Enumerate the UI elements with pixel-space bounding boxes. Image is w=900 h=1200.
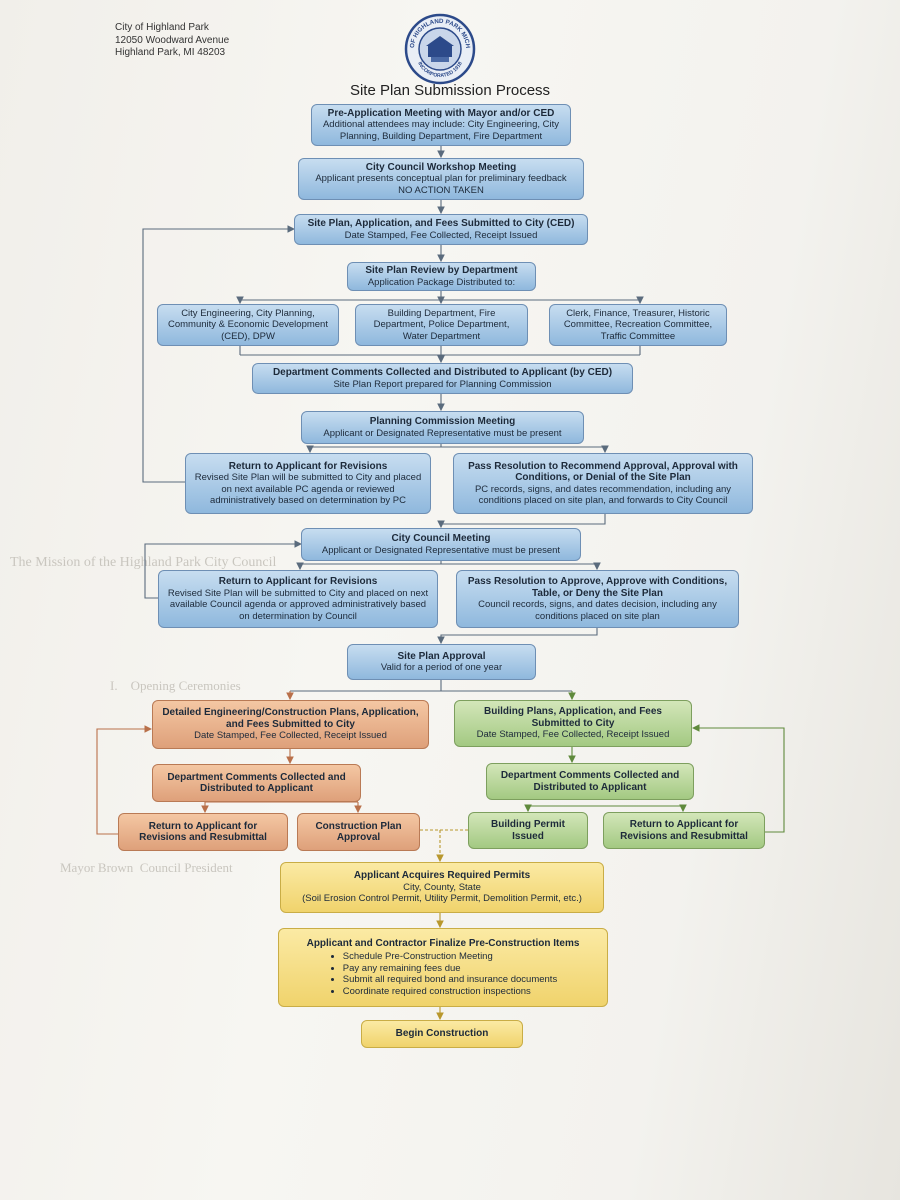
step-body: Building Department, Fire Department, Po… xyxy=(373,307,510,342)
step-body: Date Stamped, Fee Collected, Receipt Iss… xyxy=(344,229,538,241)
step-building-comments: Department Comments Collected and Distri… xyxy=(486,763,694,800)
step-body: Valid for a period of one year xyxy=(380,662,503,673)
connector-arrow xyxy=(437,628,598,645)
revision-loop-arrow xyxy=(144,540,303,599)
step-heading: Begin Construction xyxy=(395,1028,489,1040)
step-pc-pass-resolution: Pass Resolution to Recommend Approval, A… xyxy=(453,453,753,514)
step-workshop-meeting: City Council Workshop Meeting Applicant … xyxy=(298,158,584,200)
step-body: Application Package Distributed to: xyxy=(367,276,516,288)
step-body: Revised Site Plan will be submitted to C… xyxy=(167,587,429,622)
step-city-council-meeting: City Council Meeting Applicant or Design… xyxy=(301,528,581,561)
step-heading: City Council Workshop Meeting xyxy=(365,161,517,173)
step-heading: Applicant and Contractor Finalize Pre-Co… xyxy=(306,937,580,949)
step-cc-pass-resolution: Pass Resolution to Approve, Approve with… xyxy=(456,570,739,628)
dept-group-engineering: City Engineering, City Planning, Communi… xyxy=(157,304,339,346)
step-heading: Pass Resolution to Recommend Approval, A… xyxy=(468,460,738,484)
step-building-return-for-revisions: Return to Applicant for Revisions and Re… xyxy=(603,812,765,849)
address-line: City of Highland Park xyxy=(115,22,209,33)
step-engineering-return-for-revisions: Return to Applicant for Revisions and Re… xyxy=(118,813,288,851)
step-heading: Planning Commission Meeting xyxy=(369,416,516,427)
city-seal-icon: CITY OF HIGHLAND PARK MICHIGAN INCORPORA… xyxy=(404,13,476,85)
step-acquire-permits: Applicant Acquires Required Permits City… xyxy=(280,862,604,913)
step-heading: Department Comments Collected and Distri… xyxy=(500,770,680,793)
step-site-plan-approval: Site Plan Approval Valid for a period of… xyxy=(347,644,536,680)
city-address: City of Highland Park 12050 Woodward Ave… xyxy=(115,22,229,60)
address-line: 12050 Woodward Avenue xyxy=(115,34,230,46)
step-body: Council records, signs, and dates decisi… xyxy=(478,599,717,622)
step-heading: Building Plans, Application, and Fees Su… xyxy=(484,706,662,729)
step-body: City, County, State xyxy=(403,881,481,893)
list-item: Coordinate required construction inspect… xyxy=(343,986,557,998)
step-heading: Site Plan Approval xyxy=(397,650,486,662)
step-body: Clerk, Finance, Treasurer, Historic Comm… xyxy=(563,307,713,342)
step-heading: Department Comments Collected and Distri… xyxy=(272,367,613,378)
step-body: Additional attendees may include: City E… xyxy=(322,119,560,142)
step-body: Date Stamped, Fee Collected, Receipt Iss… xyxy=(476,729,670,741)
step-body: Applicant or Designated Representative m… xyxy=(321,544,561,556)
step-body: Revised Site Plan will be submitted to C… xyxy=(194,472,422,506)
step-engineering-plans-submitted: Detailed Engineering/Construction Plans,… xyxy=(152,700,429,749)
revision-loop-arrow xyxy=(142,225,296,483)
dept-group-building: Building Department, Fire Department, Po… xyxy=(355,304,528,346)
step-heading: Building Permit Issued xyxy=(491,819,565,842)
step-site-plan-submitted: Site Plan, Application, and Fees Submitt… xyxy=(294,214,588,245)
connector-arrow xyxy=(437,514,606,529)
dept-group-clerk: Clerk, Finance, Treasurer, Historic Comm… xyxy=(549,304,727,346)
step-engineering-comments: Department Comments Collected and Distri… xyxy=(152,764,361,802)
revision-loop-arrow xyxy=(96,725,153,835)
step-pre-application-meeting: Pre-Application Meeting with Mayor and/o… xyxy=(311,104,571,146)
step-body: City Engineering, City Planning, Communi… xyxy=(168,307,328,342)
step-heading: City Council Meeting xyxy=(391,533,491,544)
step-heading: Site Plan, Application, and Fees Submitt… xyxy=(307,218,575,229)
step-building-plans-submitted: Building Plans, Application, and Fees Su… xyxy=(454,700,692,747)
step-heading: Return to Applicant for Revisions xyxy=(218,576,378,587)
step-construction-plan-approval: Construction Plan Approval xyxy=(297,813,420,851)
step-body: Site Plan Report prepared for Planning C… xyxy=(333,378,552,390)
step-heading: Department Comments Collected and Distri… xyxy=(167,771,346,795)
connector-arrow xyxy=(420,829,444,863)
pre-construction-checklist: Schedule Pre-Construction Meeting Pay an… xyxy=(329,951,557,997)
step-body: Applicant presents conceptual plan for p… xyxy=(315,173,567,185)
step-body: (Soil Erosion Control Permit, Utility Pe… xyxy=(302,893,582,905)
step-heading: Return to Applicant for Revisions and Re… xyxy=(139,820,267,844)
step-heading: Applicant Acquires Required Permits xyxy=(353,870,531,882)
step-begin-construction: Begin Construction xyxy=(361,1020,523,1048)
step-planning-commission-meeting: Planning Commission Meeting Applicant or… xyxy=(301,411,584,444)
step-heading: Pre-Application Meeting with Mayor and/o… xyxy=(327,107,555,119)
step-heading: Site Plan Review by Department xyxy=(365,265,518,276)
page-title: Site Plan Submission Process xyxy=(349,82,551,99)
step-body: Date Stamped, Fee Collected, Receipt Iss… xyxy=(194,730,387,742)
step-heading: Return to Applicant for Revisions and Re… xyxy=(620,819,748,842)
list-item: Pay any remaining fees due xyxy=(343,963,557,975)
address-line: Highland Park, MI 48203 xyxy=(115,47,226,58)
step-note: NO ACTION TAKEN xyxy=(398,184,484,196)
step-site-plan-review: Site Plan Review by Department Applicati… xyxy=(347,262,536,291)
step-heading: Detailed Engineering/Construction Plans,… xyxy=(162,707,419,730)
list-item: Submit all required bond and insurance d… xyxy=(343,974,557,986)
step-body: Applicant or Designated Representative m… xyxy=(323,427,562,439)
bleed-through-text: I. Opening Ceremonies xyxy=(110,678,241,693)
bleed-through-text: Mayor Brown Council President xyxy=(60,860,233,875)
step-finalize-pre-construction: Applicant and Contractor Finalize Pre-Co… xyxy=(278,928,608,1007)
step-pc-return-for-revisions: Return to Applicant for Revisions Revise… xyxy=(185,453,431,514)
list-item: Schedule Pre-Construction Meeting xyxy=(343,951,557,963)
step-body: PC records, signs, and dates recommendat… xyxy=(474,483,732,507)
revision-loop-arrow xyxy=(691,724,785,833)
bleed-through-text: The Mission of the Highland Park City Co… xyxy=(10,555,277,570)
step-heading: Return to Applicant for Revisions xyxy=(228,460,388,472)
step-cc-return-for-revisions: Return to Applicant for Revisions Revise… xyxy=(158,570,438,628)
step-building-permit-issued: Building Permit Issued xyxy=(468,812,588,849)
step-department-comments: Department Comments Collected and Distri… xyxy=(252,363,633,394)
step-heading: Pass Resolution to Approve, Approve with… xyxy=(467,576,728,599)
step-heading: Construction Plan Approval xyxy=(315,820,402,844)
